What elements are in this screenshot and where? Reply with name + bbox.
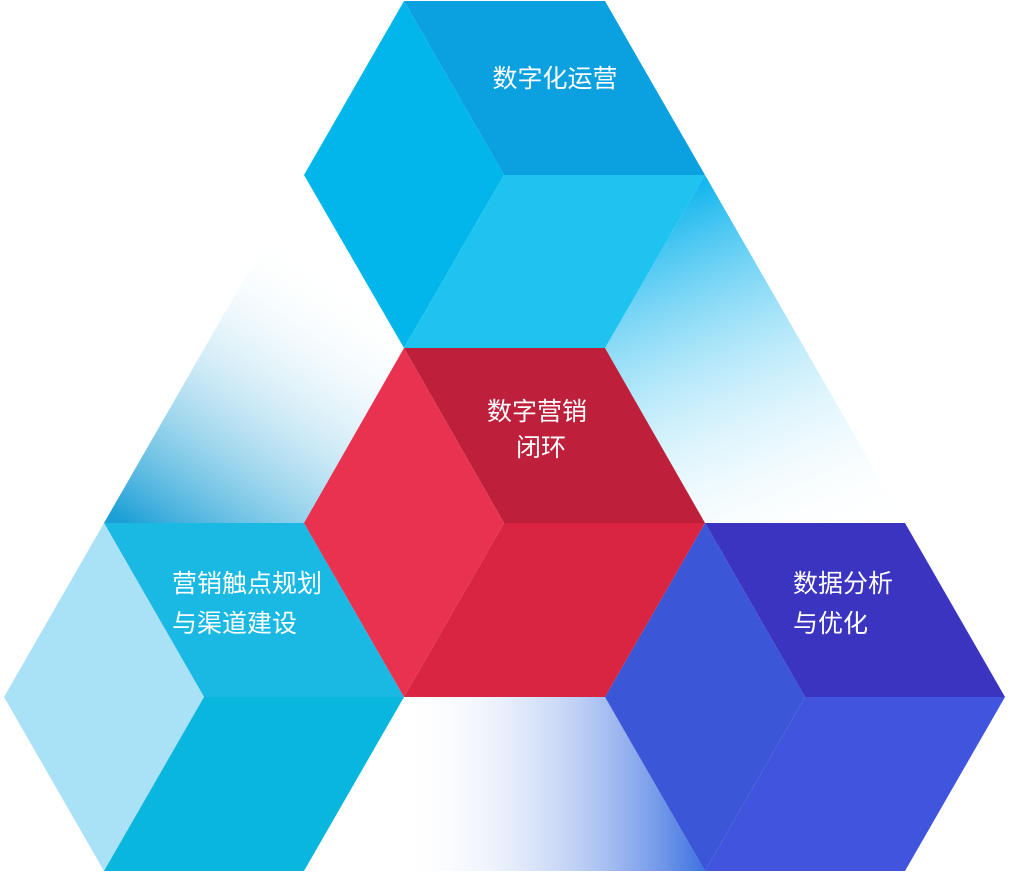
- cube-center-face-top: [404, 348, 705, 523]
- cube-right-label-line-2: 与优化: [793, 609, 868, 638]
- cube-center-label: 数字营销 闭环: [487, 397, 595, 462]
- cube-left-label-line-1: 营销触点规划: [172, 569, 322, 598]
- cube-top-label-line-1: 数字化运营: [492, 64, 617, 93]
- cube-top-face-top: [404, 1, 705, 175]
- connector-top-right: [605, 175, 905, 523]
- cube-center-face-right: [404, 523, 705, 697]
- cube-left-label-line-2: 与渠道建设: [172, 609, 297, 638]
- cube-left-label: 营销触点规划 与渠道建设: [172, 569, 330, 638]
- cube-right-face-right: [705, 697, 1005, 871]
- cube-right-label-line-1: 数据分析: [793, 569, 893, 598]
- connector-top-left: [104, 175, 404, 523]
- cube-right-label: 数据分析 与优化: [793, 569, 901, 638]
- cube-center-label-line-2: 闭环: [516, 433, 566, 462]
- cube-center: 数字营销 闭环: [304, 348, 705, 697]
- cube-top-face-right: [404, 175, 705, 348]
- cube-center-label-line-1: 数字营销: [487, 397, 587, 426]
- cube-top: 数字化运营: [304, 1, 705, 348]
- cube-top-label: 数字化运营: [492, 64, 617, 93]
- cube-top-face-left: [304, 1, 504, 348]
- connector-bottom: [404, 697, 705, 871]
- cube-left-face-right: [104, 697, 404, 871]
- cube-center-face-left: [304, 348, 504, 697]
